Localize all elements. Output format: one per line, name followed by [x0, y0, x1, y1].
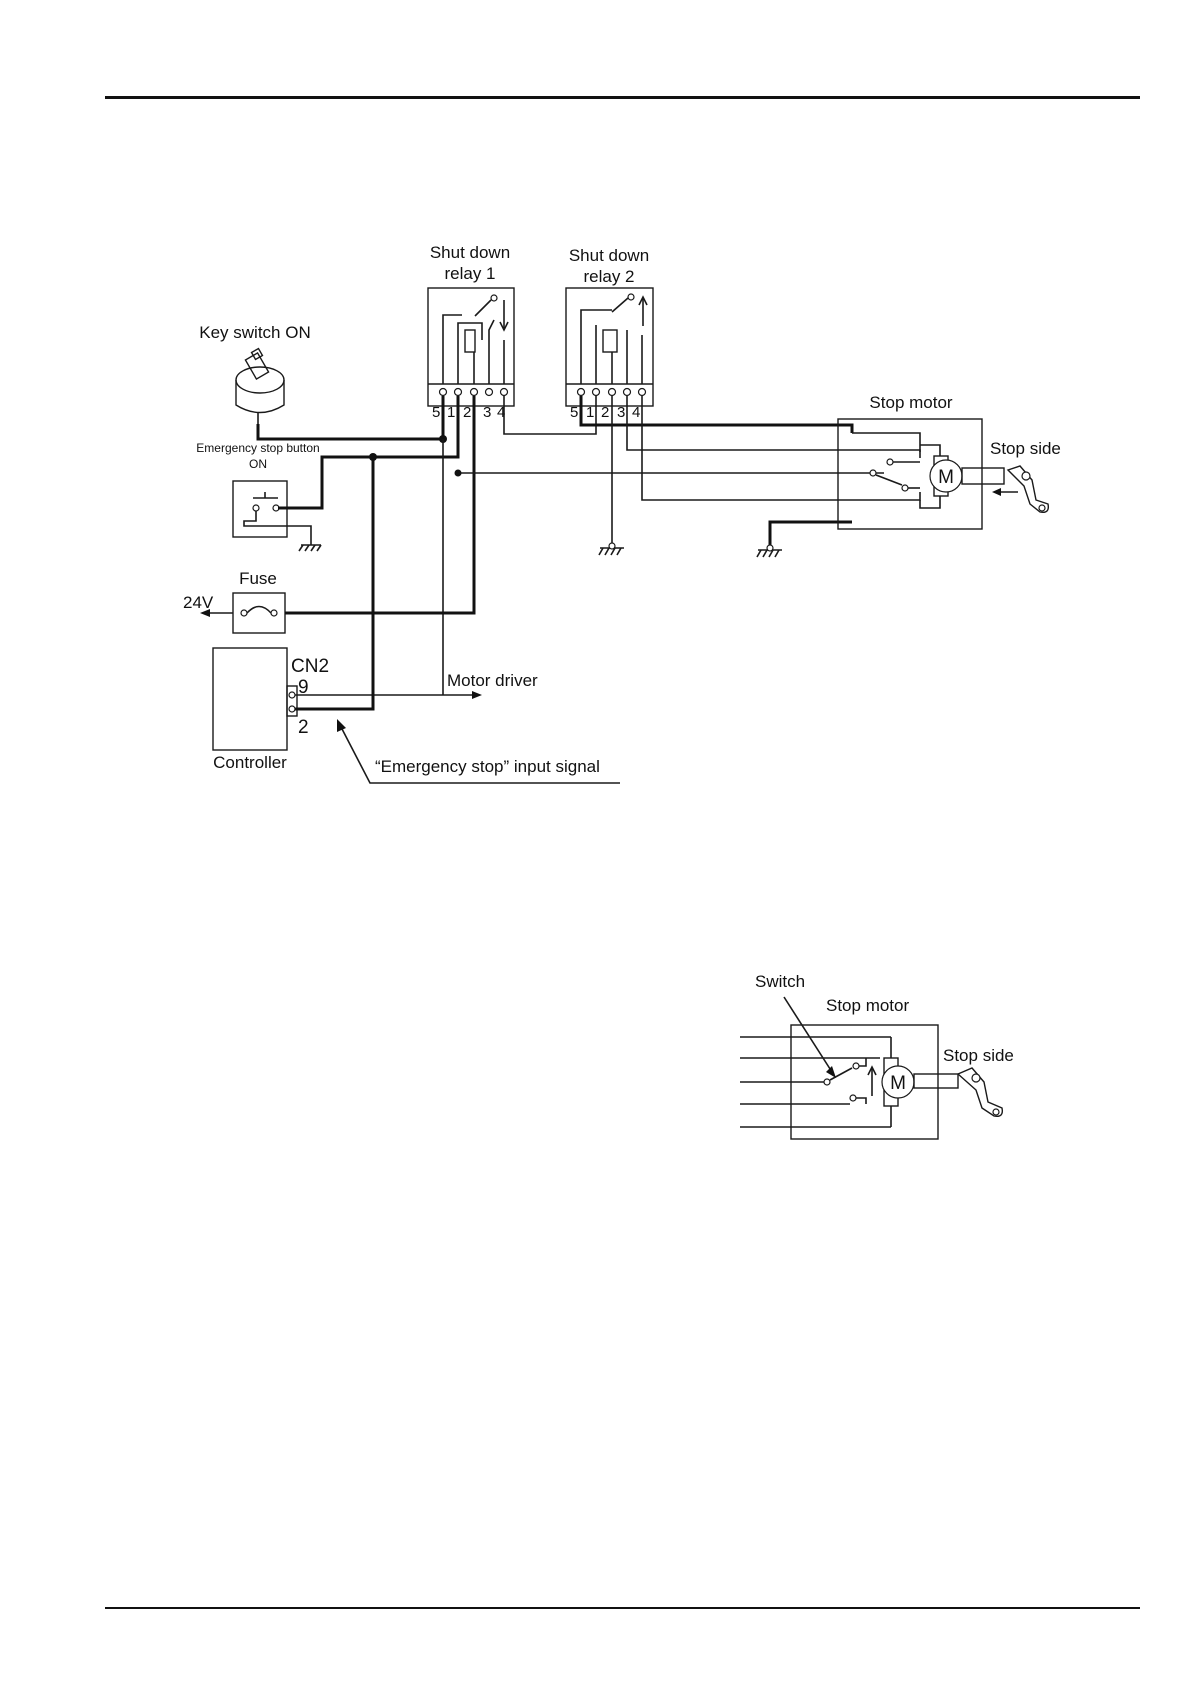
- relay1-terminals: [440, 389, 508, 396]
- fuse-icon: [241, 607, 277, 617]
- detail-switch-label: Switch: [755, 972, 805, 991]
- motor-icon: M: [930, 456, 962, 496]
- ground-icon: [299, 545, 321, 551]
- detail-stop-side-label: Stop side: [943, 1046, 1014, 1065]
- relay-icon: [581, 294, 647, 384]
- motor-shaft: [962, 468, 1004, 484]
- lever-icon: [958, 1068, 1002, 1116]
- pin-2-label: 2: [298, 717, 309, 738]
- stop-motor: Stop motor M Stop side: [838, 393, 1061, 529]
- motor-icon: M: [882, 1058, 914, 1106]
- relay2-terminal-5: 5: [570, 404, 578, 421]
- relay1-box: [428, 288, 514, 406]
- relay1-terminal-2: 2: [463, 404, 471, 421]
- detail-motor-shaft: [914, 1074, 958, 1088]
- main-wiring-diagram: Shut down relay 1: [183, 243, 1061, 783]
- emergency-button-label-line2: ON: [249, 457, 267, 471]
- relay2-label-line2: relay 2: [583, 267, 634, 286]
- key-switch: Key switch ON: [199, 323, 310, 424]
- relay2-terminal-2: 2: [601, 404, 609, 421]
- relay2-terminals: [578, 389, 646, 396]
- relay2-terminal-1: 1: [586, 404, 594, 421]
- ground-icon: [757, 545, 782, 557]
- ground-icon: [599, 543, 624, 555]
- emergency-stop-button: Emergency stop button ON: [196, 441, 321, 551]
- relay1-terminal-1: 1: [447, 404, 455, 421]
- wiring-lines: [258, 396, 920, 709]
- detail-motor-symbol: M: [890, 1073, 906, 1094]
- key-switch-icon: [236, 349, 284, 424]
- lever-icon: [1008, 466, 1048, 512]
- relay1-label-line1: Shut down: [430, 243, 510, 262]
- fuse: Fuse 24V: [183, 569, 285, 633]
- relay-icon: [443, 295, 508, 384]
- connector-label: CN2: [291, 656, 329, 677]
- motor-symbol: M: [938, 467, 954, 488]
- voltage-label: 24V: [183, 593, 214, 612]
- controller-label: Controller: [213, 753, 287, 772]
- stop-side-label: Stop side: [990, 439, 1061, 458]
- key-switch-label: Key switch ON: [199, 323, 310, 342]
- relay2-label-line1: Shut down: [569, 246, 649, 265]
- controller-box: [213, 648, 287, 750]
- relay2-terminal-4: 4: [632, 404, 640, 421]
- relay2-box: [566, 288, 653, 406]
- emergency-button-label-line1: Emergency stop button: [196, 441, 319, 455]
- relay2-terminal-3: 3: [617, 404, 625, 421]
- relay1-terminal-5: 5: [432, 404, 440, 421]
- relay1-terminal-3: 3: [483, 404, 491, 421]
- shut-down-relay-2: Shut down relay 2: [566, 246, 653, 421]
- motor-driver-label: Motor driver: [447, 671, 538, 690]
- stop-motor-detail-diagram: Switch Stop motor Stop side M: [740, 972, 1014, 1139]
- stop-motor-label: Stop motor: [869, 393, 952, 412]
- emergency-signal-label: “Emergency stop” input signal: [375, 757, 600, 776]
- fuse-label: Fuse: [239, 569, 277, 588]
- shut-down-relay-1: Shut down relay 1: [428, 243, 514, 421]
- relay1-label-line2: relay 1: [444, 264, 495, 283]
- detail-stop-motor-label: Stop motor: [826, 996, 909, 1015]
